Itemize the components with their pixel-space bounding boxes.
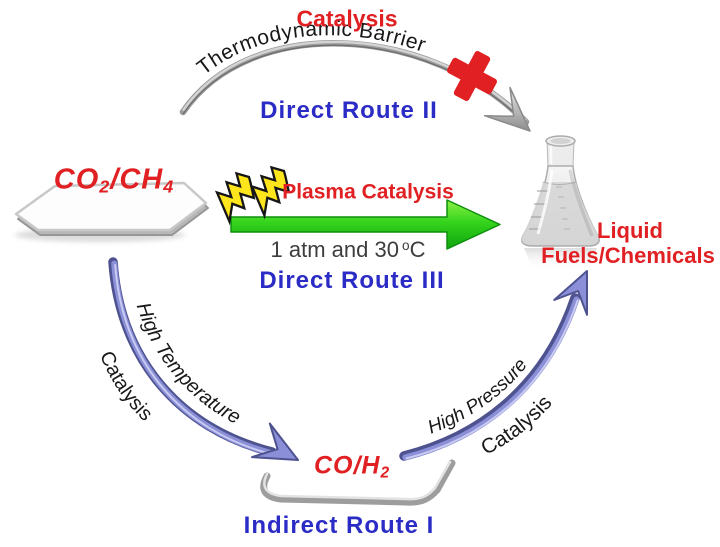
purple-arrowhead-icon: [553, 270, 588, 316]
reactant-subscript: 2: [99, 176, 111, 197]
reactant-text: CO: [53, 163, 100, 196]
catalysis-top-label: Catalysis: [296, 5, 398, 32]
red-x-blocked-icon: [446, 50, 498, 102]
thermodynamic-barrier-arrow: [183, 42, 531, 132]
intermediate-text: CO/H: [313, 451, 381, 480]
co-h2-label: CO/H2: [313, 451, 391, 482]
indirect-route-arrow-right: [404, 270, 588, 458]
purple-arrowhead-icon: [251, 422, 299, 461]
platform-outline-icon: [260, 459, 456, 506]
co2-ch4-label: CO2/CH4: [53, 163, 175, 197]
intermediate-subscript: 2: [380, 464, 391, 482]
direct-route-iii-label: Direct Route III: [259, 267, 445, 294]
platform-icon: [14, 181, 209, 236]
conditions-unit: C: [409, 237, 426, 262]
liquid-fuels-label-line2: Fuels/Chemicals: [541, 243, 715, 268]
gray-arrowhead-icon: [483, 86, 531, 132]
conditions-text: 1 atm and 30: [270, 237, 399, 262]
indirect-route-i-label: Indirect Route I: [243, 512, 435, 539]
direct-route-ii-label: Direct Route II: [260, 97, 438, 124]
erlenmeyer-flask-icon: [521, 135, 600, 270]
reactant-subscript: 4: [163, 176, 175, 197]
plasma-route-arrow: [230, 199, 501, 250]
reactant-text: /CH: [110, 163, 164, 196]
plasma-catalysis-label: Plasma Catalysis: [282, 180, 454, 204]
liquid-fuels-label-line1: Liquid: [597, 218, 663, 243]
indirect-route-arrow-left: [113, 262, 299, 461]
degree-superscript: o: [401, 238, 410, 254]
